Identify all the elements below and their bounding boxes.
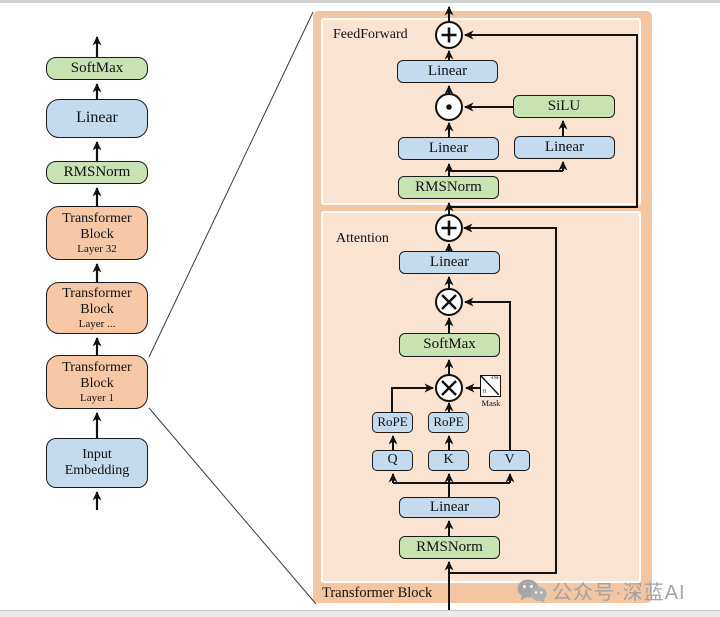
ff-silu-block: SiLU [513,95,615,118]
mask-neg-inf-label: -INF [490,376,500,381]
softmax-label: SoftMax [70,59,124,76]
bottom-divider [0,610,720,617]
q-label: Q [387,452,398,468]
tbmid-line2: Block [80,301,114,317]
v-label: V [504,452,515,468]
watermark-text: 公众号·深蓝AI [552,582,686,604]
v-block: V [489,450,530,471]
ff-rmsnorm-block: RMSNorm [398,176,499,199]
ff-rmsnorm-label: RMSNorm [415,178,482,195]
tb32-layer: Layer 32 [77,243,117,256]
attention-linear-out-label: Linear [429,253,470,270]
input-embedding-block: Input Embedding [46,438,148,488]
k-label: K [443,452,454,468]
q-block: Q [372,450,413,471]
causal-mask-icon: -INF 0 [480,375,501,397]
mask-zero-label: 0 [483,389,486,395]
attention-linear-out-block: Linear [399,251,500,274]
linear-head-label: Linear [76,109,118,127]
rope-k-label: RoPE [433,414,464,430]
transformer-block-1: Transformer Block Layer 1 [46,355,148,409]
input-line2: Embedding [64,463,130,478]
zoom-connector-lines [148,11,317,605]
attention-rmsnorm-label: RMSNorm [416,538,483,555]
ff-linear-gate-block: Linear [398,137,499,160]
tbmid-line1: Transformer [62,285,132,301]
ff-linear-up-block: Linear [514,136,615,159]
attention-softmax-label: SoftMax [423,336,476,353]
attention-label: Attention [336,231,389,246]
tb1-layer: Layer 1 [80,392,114,405]
rmsnorm-final-label: RMSNorm [63,163,131,180]
transformer-block-title: Transformer Block [322,585,433,601]
rope-q-label: RoPE [377,414,408,430]
top-divider [0,0,720,3]
linear-head-block: Linear [46,99,148,138]
attention-linear-in-block: Linear [399,497,500,518]
rmsnorm-final-block: RMSNorm [46,161,148,184]
softmax-block: SoftMax [46,57,148,80]
ff-silu-label: SiLU [547,97,581,114]
watermark: 公众号·深蓝AI [517,576,686,605]
rope-k-block: RoPE [428,412,469,433]
attention-linear-in-label: Linear [429,498,470,515]
feedforward-label: FeedForward [333,27,408,42]
ff-linear-out-block: Linear [397,60,498,83]
input-line1: Input [82,446,112,462]
tb32-line1: Transformer [62,210,132,226]
tb1-line1: Transformer [62,359,132,375]
ff-linear-up-label: Linear [544,138,585,155]
tb32-line2: Block [80,226,114,242]
mask-label: Mask [481,398,501,408]
transformer-block-32: Transformer Block Layer 32 [46,206,148,260]
wechat-icon [517,579,547,603]
ff-linear-out-label: Linear [427,62,468,79]
attention-rmsnorm-block: RMSNorm [399,536,500,559]
transformer-block-mid: Transformer Block Layer ... [46,282,148,334]
attention-softmax-block: SoftMax [399,333,500,357]
ff-linear-gate-label: Linear [428,139,469,156]
tb1-line2: Block [80,375,114,391]
rope-q-block: RoPE [372,412,413,433]
k-block: K [428,450,469,471]
tbmid-layer: Layer ... [78,318,116,331]
